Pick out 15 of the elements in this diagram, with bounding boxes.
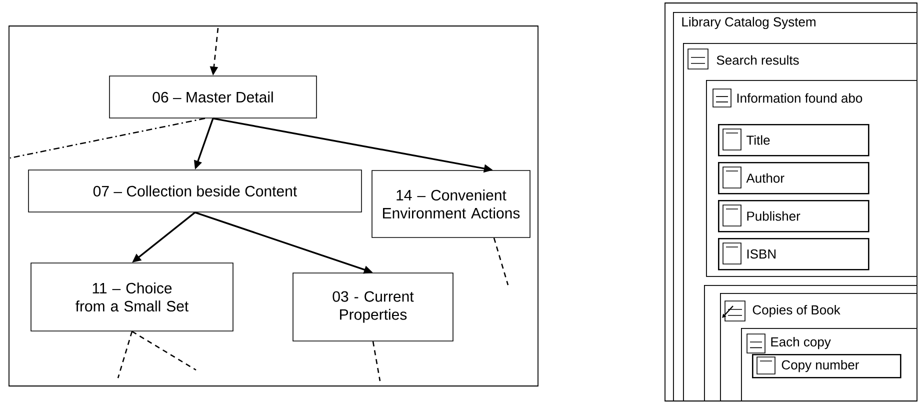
field-box: Publisher [718, 200, 870, 232]
connector-line [132, 330, 196, 371]
connector-line [372, 341, 381, 382]
pattern-box: 14 – Convenient Environment Actions [372, 170, 530, 238]
field-box: Author [718, 162, 870, 194]
connector-line [117, 331, 133, 378]
pattern-box: 07 – Collection beside Content [28, 170, 362, 212]
pattern-box: 11 – Choice from a Small Set [30, 262, 234, 332]
field-box: ISBN [718, 238, 870, 270]
field-box: Title [718, 124, 870, 156]
pattern-box: 03 - Current Properties [292, 272, 454, 342]
pattern-box: 06 – Master Detail [109, 76, 317, 118]
connector-line [10, 118, 206, 159]
field-box: Copy number [752, 354, 902, 378]
connector-line [493, 238, 509, 286]
